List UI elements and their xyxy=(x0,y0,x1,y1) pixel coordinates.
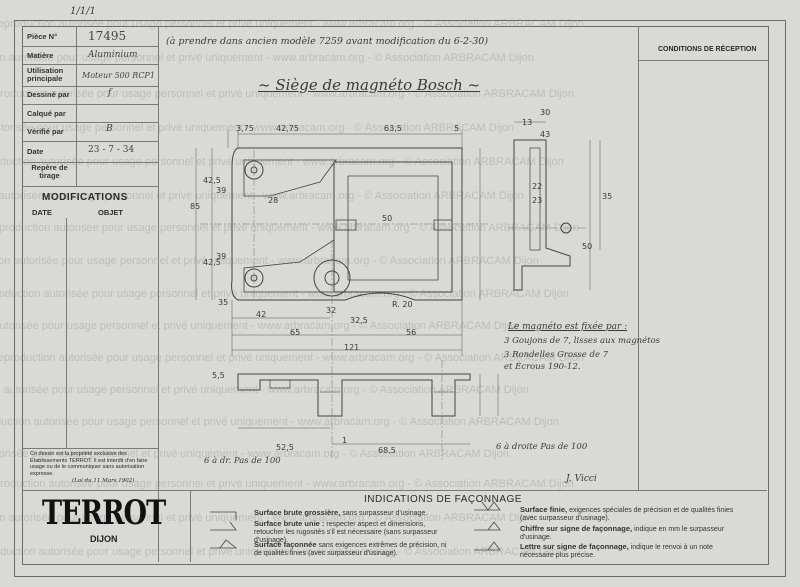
dimension-label: 35 xyxy=(602,192,613,201)
indication-item: Surface finie, exigences spéciales de pr… xyxy=(520,505,734,523)
dimension-label: 50 xyxy=(582,242,593,251)
signature: J. Vicci xyxy=(566,474,597,484)
dimension-label: 65 xyxy=(290,328,301,337)
dimension-label: 32,5 xyxy=(350,316,368,325)
dimension-label: 63,5 xyxy=(384,124,402,133)
dimension-label: 39 xyxy=(216,186,227,195)
conditions-heading: CONDITIONS DE RÉCEPTION xyxy=(658,46,757,53)
dimension-label: 50 xyxy=(382,214,393,223)
ownership-notice: Ce dessin est la propriété exclusive des… xyxy=(30,451,148,477)
part-number: 17495 xyxy=(88,29,127,43)
field-label: Utilisation principale xyxy=(27,66,64,83)
modifications-heading: MODIFICATIONS xyxy=(42,192,128,203)
material-value: Aluminium xyxy=(88,50,138,60)
inner-frame xyxy=(22,26,769,565)
part-outline-side xyxy=(513,139,571,291)
angle-note-left: 6 à dr. Pas de 100 xyxy=(204,456,281,466)
watermark: Reproduction autorisée pour usage person… xyxy=(0,512,534,524)
part-outline-front xyxy=(231,147,463,301)
field-label: Dessiné par xyxy=(27,90,70,99)
watermark: Reproduction autorisée pour usage person… xyxy=(0,18,584,30)
dimension-label: 68,5 xyxy=(378,446,396,455)
dimension-label: 121 xyxy=(344,343,360,352)
checked-by-value: B xyxy=(106,124,113,134)
watermark: Reproduction autorisée pour usage person… xyxy=(0,288,569,300)
indication-item: Lettre sur signe de façonnage, indique l… xyxy=(520,542,713,560)
watermark: Reproduction autorisée pour usage person… xyxy=(0,320,519,332)
watermark: Reproduction autorisée pour usage person… xyxy=(0,352,584,364)
watermark: Reproduction autorisée pour usage person… xyxy=(0,384,529,396)
dimension-label: 23 xyxy=(532,196,543,205)
dimension-label: 42,5 xyxy=(203,176,221,185)
dimension-label: 1 xyxy=(342,436,348,445)
header-note: (à prendre dans ancien modèle 7259 avant… xyxy=(166,36,489,47)
drawing-title: ~ Siège de magnéto Bosch ~ xyxy=(258,76,481,94)
modifications-date-header: DATE xyxy=(32,208,52,217)
dimension-label: 5 xyxy=(454,124,460,133)
dimension-label: 56 xyxy=(406,328,417,337)
dimension-label: 3,75 xyxy=(236,124,254,133)
dimension-label: R. 20 xyxy=(392,300,413,309)
dimension-label: 52,5 xyxy=(276,443,294,452)
usage-value: Moteur 500 RCP1 xyxy=(82,71,155,80)
dimension-label: 13 xyxy=(522,118,533,127)
watermark: Reproduction autorisée pour usage person… xyxy=(0,546,564,558)
dimension-label: 28 xyxy=(268,196,279,205)
part-inner-window xyxy=(347,175,439,281)
angle-note-right: 6 à droite Pas de 100 xyxy=(496,442,588,452)
indication-item: Chiffre sur signe de façonnage, indique … xyxy=(520,524,724,542)
dimension-label: 43 xyxy=(540,130,551,139)
indication-item: Surface façonnée sans exigences extrêmes… xyxy=(254,540,447,558)
date-value: 23 - 7 - 34 xyxy=(88,145,135,155)
dimension-label: 42,5 xyxy=(203,258,221,267)
modifications-object-header: OBJET xyxy=(98,208,124,217)
watermark: Reproduction autorisée pour usage person… xyxy=(0,156,564,168)
field-label: Date xyxy=(27,147,44,156)
field-label: Vérifié par xyxy=(27,127,64,136)
law-note: (Loi du 11 Mars 1902) xyxy=(72,478,135,484)
watermark: Reproduction autorisée pour usage person… xyxy=(0,448,509,460)
watermark: Reproduction autorisée pour usage person… xyxy=(0,52,534,64)
indications-heading: INDICATIONS DE FAÇONNAGE xyxy=(364,494,522,505)
logo-city: DIJON xyxy=(90,534,118,544)
dimension-label: 39 xyxy=(216,252,227,261)
field-label: Pièce N° xyxy=(27,32,58,41)
field-label: Calqué par xyxy=(27,109,66,118)
watermark: Reproduction autorisée pour usage person… xyxy=(0,478,574,490)
watermark: Reproduction autorisée pour usage person… xyxy=(0,88,574,100)
watermark: Reproduction autorisée pour usage person… xyxy=(0,122,514,134)
watermark: Reproduction autorisée pour usage person… xyxy=(0,255,539,267)
indication-item: Surface brute unie : respecter aspect et… xyxy=(254,519,438,545)
dimension-label: 5,5 xyxy=(212,371,225,380)
field-label: Matière xyxy=(27,51,54,60)
indication-item: Surface brute grossière, sans surpasseur… xyxy=(254,508,428,517)
dimension-label: 85 xyxy=(190,202,201,211)
field-label: Repère de tirage xyxy=(31,163,68,180)
dimension-label: 30 xyxy=(540,108,551,117)
watermark: Reproduction autorisée pour usage person… xyxy=(0,416,559,428)
dimension-label: 42 xyxy=(256,310,267,319)
dimension-label: 32 xyxy=(326,306,337,315)
dimension-label: 22 xyxy=(532,182,543,191)
outer-frame xyxy=(14,20,786,577)
dimension-label: 35 xyxy=(218,298,229,307)
sheet-stamp: 1/1/1 xyxy=(70,6,96,17)
dimension-label: 42,75 xyxy=(276,124,299,133)
drawn-by-value: f xyxy=(108,88,112,98)
part-outline-bottom xyxy=(237,373,471,417)
